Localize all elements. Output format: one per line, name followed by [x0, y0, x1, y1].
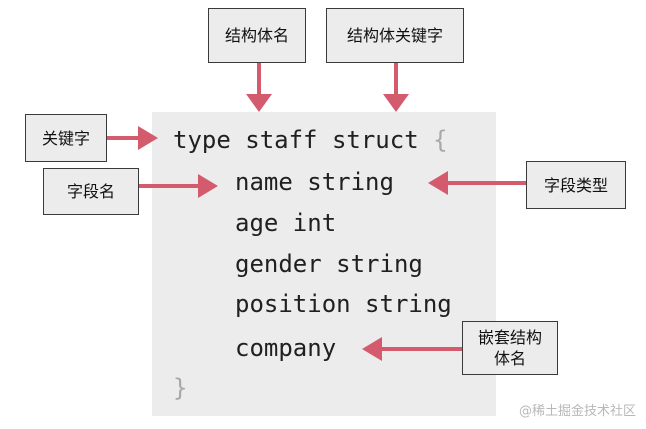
- code-panel: [152, 112, 496, 416]
- arrow-struct-keyword-head: [383, 94, 409, 112]
- code-line-type-declaration: type staff struct {: [173, 126, 448, 154]
- code-close-brace: }: [173, 374, 188, 402]
- label-nested-struct-name-line1: 嵌套结构: [477, 328, 542, 347]
- code-line-name-field: name string: [235, 168, 394, 196]
- label-struct-keyword: 结构体关键字: [326, 8, 464, 63]
- label-field-type: 字段类型: [526, 161, 626, 209]
- code-line-company-field: company: [235, 334, 337, 362]
- code-line-gender-field: gender string: [235, 250, 423, 278]
- code-line-age-field: age int: [235, 209, 337, 237]
- label-nested-struct-name: 嵌套结构 体名: [462, 321, 558, 375]
- label-keyword: 关键字: [25, 114, 107, 162]
- code-open-brace: {: [433, 126, 448, 154]
- label-struct-name: 结构体名: [208, 8, 306, 63]
- label-field-name: 字段名: [43, 168, 139, 215]
- label-nested-struct-name-line2: 体名: [493, 349, 526, 368]
- code-type-keyword-text: type staff struct: [173, 126, 434, 154]
- code-line-position-field: position string: [235, 290, 452, 318]
- arrow-struct-name-head: [246, 94, 272, 112]
- watermark: @稀土掘金技术社区: [518, 404, 636, 419]
